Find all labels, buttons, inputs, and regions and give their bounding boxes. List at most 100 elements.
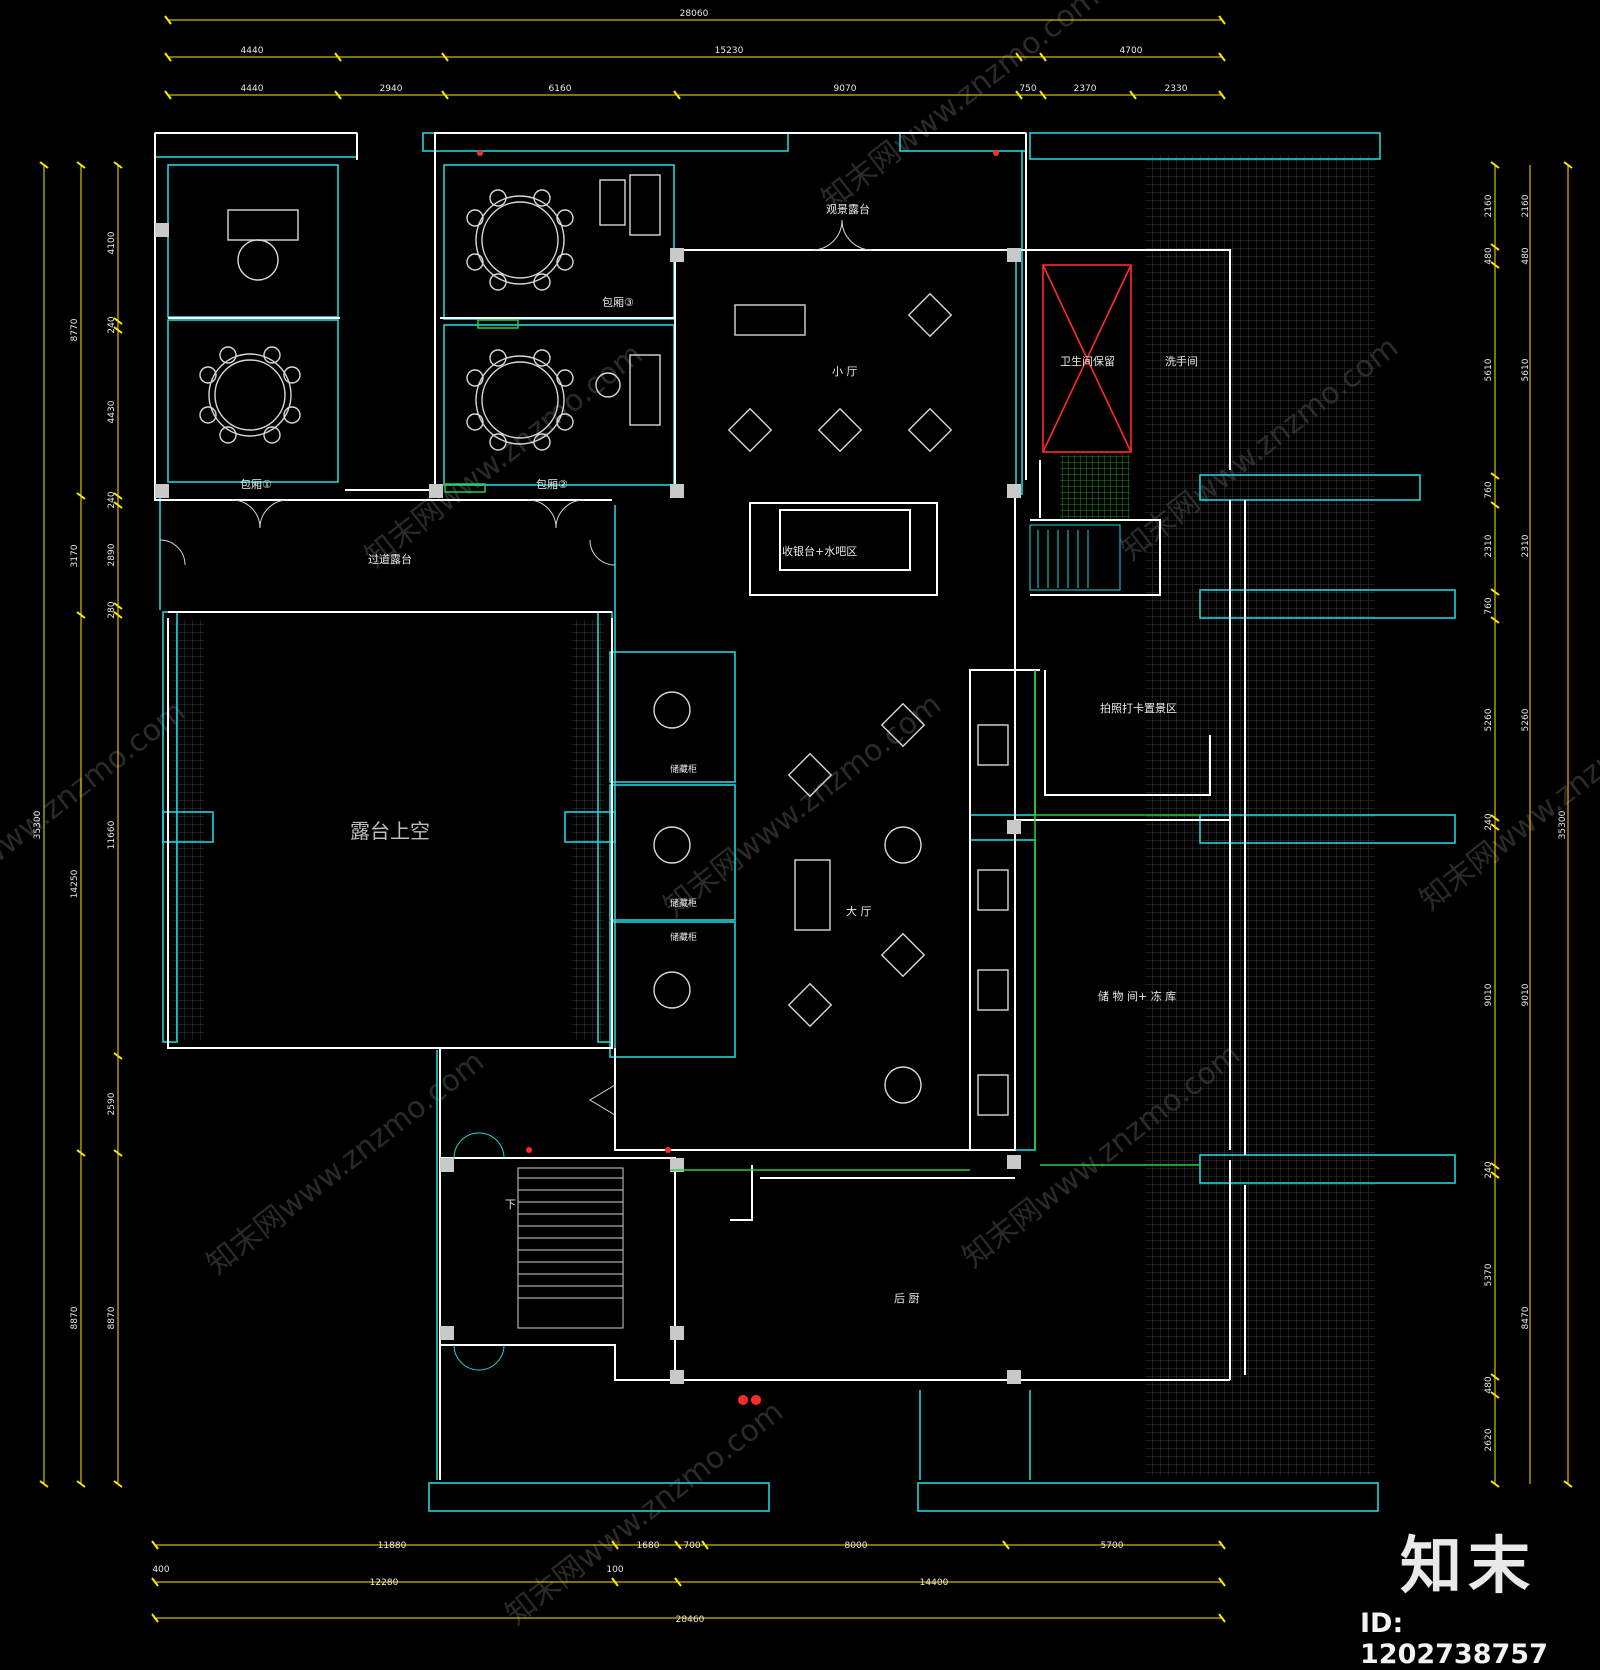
dim-left-l2: 3170 <box>70 544 80 567</box>
label-main-hall: 大 厅 <box>846 904 872 918</box>
dim-left-m9: 8870 <box>107 1306 117 1329</box>
dim-bottom-a3: 700 <box>683 1541 700 1551</box>
label-private3: 包厢③ <box>602 296 634 309</box>
dim-right-r8: 240 <box>1484 813 1494 830</box>
label-kitchen: 后 厨 <box>894 1292 920 1305</box>
label-small-hall: 小 厅 <box>832 365 858 378</box>
dim-top-b: 15230 <box>715 46 744 56</box>
dim-left-m4: 240 <box>107 491 117 508</box>
dim-bottom-b2: 100 <box>606 1565 623 1575</box>
dim-left-m6: 280 <box>107 601 117 618</box>
dim-bottom-a1: 11880 <box>378 1541 407 1551</box>
dim-left-m8: 2590 <box>107 1092 117 1115</box>
hall-tables <box>227 174 1009 1116</box>
dim-left-total: 35300 <box>33 810 43 839</box>
watermark: 知末网www.znzmo.com <box>358 337 649 575</box>
stairs <box>517 524 1121 1329</box>
watermark: 知末网www.znzmo.com <box>499 1394 790 1632</box>
dimension-ticks <box>39 15 1573 1623</box>
dim-right-r9: 9010 <box>1484 983 1494 1006</box>
label-cabinet: 储藏柜 <box>670 763 697 775</box>
restroom-reserved-box <box>1042 264 1132 453</box>
room-labels: 包厢① 包厢② 包厢③ 观景露台 小 厅 卫生间保留 洗手间 收银台+水吧区 过… <box>240 202 1198 1305</box>
bottom-dimensions: 11880 1680 700 8000 5700 400 12280 100 1… <box>152 1541 1123 1625</box>
dim-right-o2: 480 <box>1521 247 1531 264</box>
label-cashier: 收银台+水吧区 <box>782 544 857 558</box>
dim-right-r2: 480 <box>1484 247 1494 264</box>
dim-right-r13: 2620 <box>1484 1428 1494 1451</box>
label-stair-down: 下 <box>505 1198 516 1211</box>
label-passage-terrace: 过道露台 <box>368 552 412 566</box>
dim-right-r1: 2160 <box>1484 194 1494 217</box>
dim-top-a: 4440 <box>241 46 264 56</box>
dim-bottom-a2: 1680 <box>637 1541 660 1551</box>
dim-bottom-a4: 8000 <box>845 1541 868 1551</box>
dim-right-r3: 5610 <box>1484 358 1494 381</box>
label-cabinet: 储藏柜 <box>670 897 697 909</box>
columns <box>155 223 1021 1384</box>
red-markers <box>477 150 999 1405</box>
dim-left-l3: 14250 <box>70 869 80 898</box>
dim-left-l1: 8770 <box>70 318 80 341</box>
dim-top-s1: 4440 <box>241 84 264 94</box>
dim-top-s2: 2940 <box>380 84 403 94</box>
dim-bottom-a5: 5700 <box>1101 1541 1124 1551</box>
dim-top-s3: 6160 <box>549 84 572 94</box>
label-private2: 包厢② <box>536 478 568 491</box>
dim-left-l4: 8870 <box>70 1306 80 1329</box>
label-cabinet: 储藏柜 <box>670 931 697 943</box>
brand-logo: 知末 <box>1400 1529 1537 1602</box>
dim-left-m1: 4100 <box>107 231 117 254</box>
watermark: 知末网www.znzmo.com <box>657 687 948 925</box>
dim-right-r6: 760 <box>1484 597 1494 614</box>
dim-top-total: 28060 <box>680 9 709 19</box>
dim-right-o5: 5260 <box>1521 708 1531 731</box>
top-dimensions: 28060 4440 15230 4700 4440 2940 6160 907… <box>241 9 1188 94</box>
banquet-tables <box>199 189 574 451</box>
dim-left-m7: 11660 <box>107 820 117 849</box>
dim-bottom-b1: 12280 <box>370 1578 399 1588</box>
walls <box>154 132 1246 1480</box>
label-restroom: 卫生间保留 <box>1060 354 1115 368</box>
dim-right-o4: 2310 <box>1521 534 1531 557</box>
watermark: 知末网www.znzmo.com <box>815 0 1106 218</box>
dim-left-m3: 4430 <box>107 400 117 423</box>
dim-bottom-total: 28460 <box>676 1615 705 1625</box>
dim-top-s5: 750 <box>1019 84 1036 94</box>
right-dimensions: 2160 480 5610 760 2310 760 5260 240 9010… <box>1484 194 1568 1451</box>
dim-right-r12: 480 <box>1484 1376 1494 1393</box>
label-photo-area: 拍照打卡置景区 <box>1100 701 1177 715</box>
image-id-label: ID: 1202738757 <box>1360 1608 1548 1670</box>
dim-right-r4: 760 <box>1484 481 1494 498</box>
label-terrace-void: 露台上空 <box>350 819 430 843</box>
label-storage: 储 物 间+ 冻 库 <box>1098 989 1176 1003</box>
void-hatch-right <box>572 620 604 1040</box>
doors <box>159 219 873 1371</box>
label-washroom: 洗手间 <box>1165 354 1198 368</box>
dim-top-s7: 2330 <box>1165 84 1188 94</box>
dim-right-o6: 9010 <box>1521 983 1531 1006</box>
watermark: 知末网www.znzmo.com <box>1413 680 1600 918</box>
left-dimensions: 35300 8770 3170 14250 8870 4100 240 4430… <box>33 231 117 1329</box>
dim-right-r10: 240 <box>1484 1161 1494 1178</box>
dim-bottom-b3: 14400 <box>920 1578 949 1588</box>
dim-top-c: 4700 <box>1120 46 1143 56</box>
dim-left-m2: 240 <box>107 316 117 333</box>
restroom-green-hatch <box>1060 455 1130 520</box>
dim-right-r5: 2310 <box>1484 534 1494 557</box>
dim-right-o1: 2160 <box>1521 194 1531 217</box>
label-private1: 包厢① <box>240 478 272 491</box>
dim-top-s4: 9070 <box>834 84 857 94</box>
dim-left-m5: 2890 <box>107 543 117 566</box>
dim-top-s6: 2370 <box>1074 84 1097 94</box>
dim-right-r7: 5260 <box>1484 708 1494 731</box>
dim-right-r11: 5370 <box>1484 1263 1494 1286</box>
dim-bottom-b0: 400 <box>152 1565 169 1575</box>
label-view-terrace: 观景露台 <box>826 202 870 216</box>
dim-right-total: 35300 <box>1558 810 1568 839</box>
dim-right-o3: 5610 <box>1521 358 1531 381</box>
dimension-lines <box>43 19 1569 1619</box>
dim-right-o7: 8470 <box>1521 1306 1531 1329</box>
green-partitions <box>444 319 1200 1171</box>
